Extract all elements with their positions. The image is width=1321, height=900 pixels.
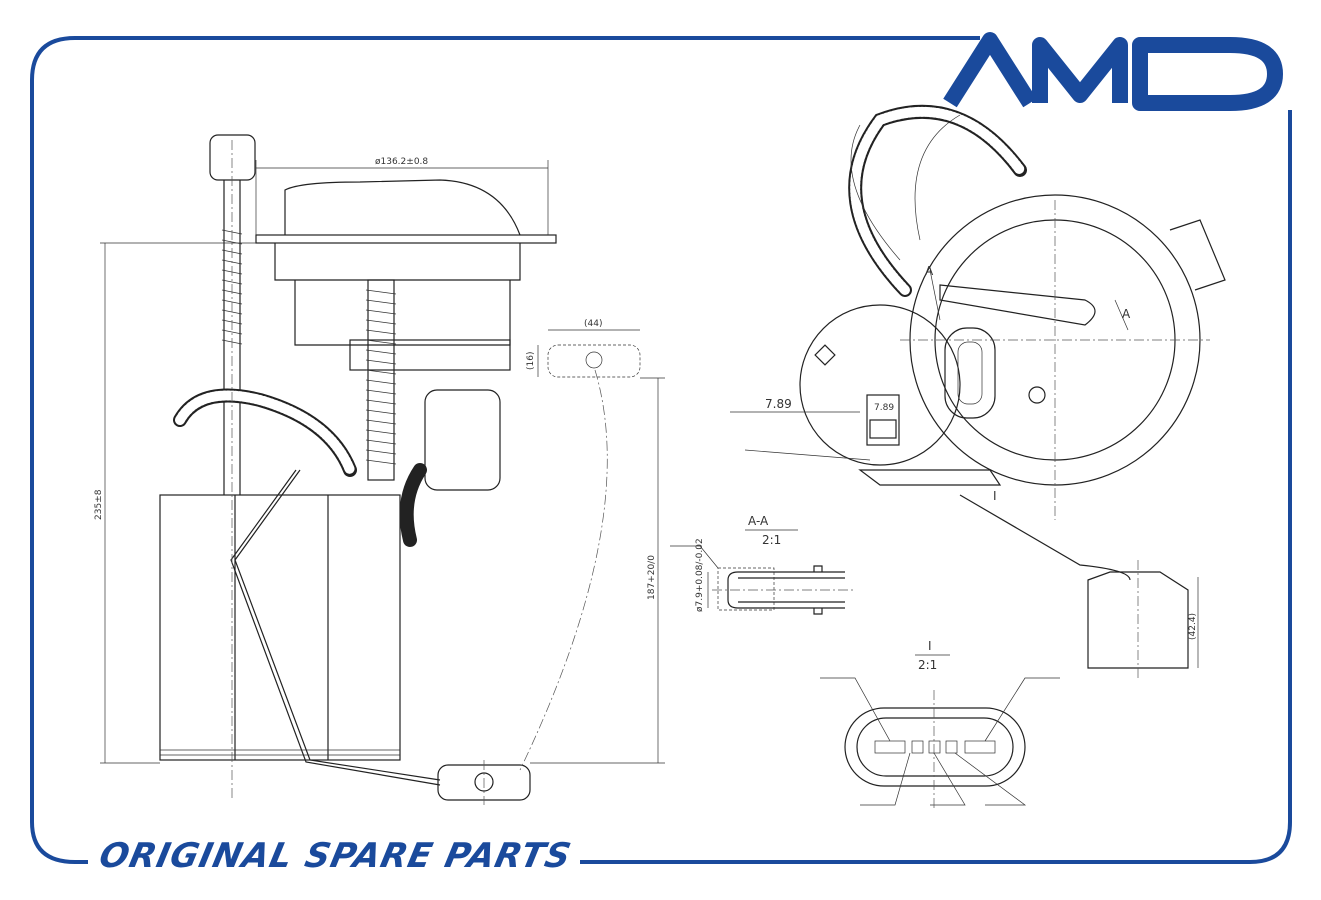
cut-mark-left: A <box>925 264 934 278</box>
detail-i-scale: 2:1 <box>918 658 937 672</box>
dim-float-height: (42.4) <box>1188 613 1198 640</box>
detail-mark: I <box>993 489 997 503</box>
section-aa-scale: 2:1 <box>762 533 781 547</box>
top-view: A A I 7.89 7.89 (42.4) <box>730 104 1226 680</box>
section-aa-name: A-A <box>748 514 769 528</box>
dim-flange-diameter: ø136.2±0.8 <box>375 157 428 167</box>
dim-height-total: 235±8 <box>94 489 104 520</box>
frame-border <box>30 36 1292 864</box>
tagline: ORIGINAL SPARE PARTS <box>95 836 576 876</box>
amd-logo <box>943 32 1283 111</box>
side-view: ø136.2±0.8 235±8 187+20/0 (44) (16) <box>94 134 665 805</box>
detail-i-name: I <box>928 639 932 653</box>
dim-fitting-size: 7.89 <box>765 397 792 411</box>
dim-float-arm: 187+20/0 <box>647 555 657 600</box>
dim-float-width: (16) <box>526 352 536 370</box>
dim-float-length: (44) <box>584 319 602 329</box>
section-a-a: A-A 2:1 ø7.9+0.08/-0.02 <box>670 514 855 615</box>
fitting-label: 7.89 <box>874 403 894 413</box>
detail-i: I 2:1 <box>820 639 1060 810</box>
cut-mark-right: A <box>1122 307 1131 321</box>
dim-pipe-diameter: ø7.9+0.08/-0.02 <box>695 538 705 612</box>
